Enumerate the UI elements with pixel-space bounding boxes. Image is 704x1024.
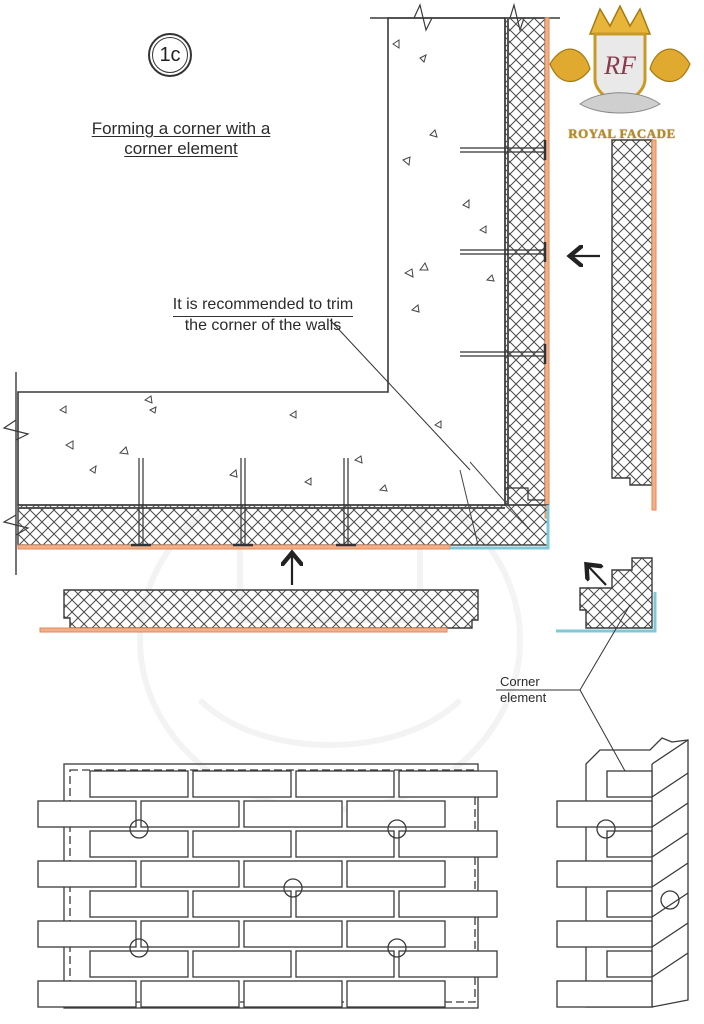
arrow-up-left-icon [588, 566, 607, 586]
brick-panel-elevation [37, 763, 498, 1009]
trim-note: It is recommended to trim the corner of … [138, 296, 388, 336]
corner-label-line-1: Corner [500, 674, 540, 689]
note-line-2: the corner of the walls [184, 316, 342, 334]
diagram-title: Forming a corner with a corner element [56, 119, 306, 159]
corner-element-elevation [556, 737, 689, 1008]
title-line-2: corner element [124, 139, 238, 159]
note-line-1: It is recommended to trim [172, 296, 354, 317]
insulation-panel-vertical [504, 17, 550, 519]
corner-label-line-2: element [500, 690, 547, 706]
detail-badge-label: 1c [159, 43, 181, 66]
logo-brand-text: ROYAL FACADE [568, 126, 676, 141]
detached-panel-right [611, 139, 657, 511]
note-leader-line [329, 319, 471, 471]
corner-element-label: Corner element [500, 674, 570, 707]
insulation-panel-horizontal [17, 461, 550, 550]
concrete-wall [2, 2, 560, 575]
svg-text:RF: RF [603, 51, 637, 80]
title-line-1: Forming a corner with a [91, 119, 271, 138]
detail-badge: 1c [148, 33, 192, 77]
corner-element [556, 557, 657, 633]
royal-facade-logo-icon: RF [549, 4, 691, 114]
detached-panel-bottom [39, 589, 479, 633]
dowel-anchors [131, 140, 547, 547]
corner-label-leader [496, 604, 631, 781]
